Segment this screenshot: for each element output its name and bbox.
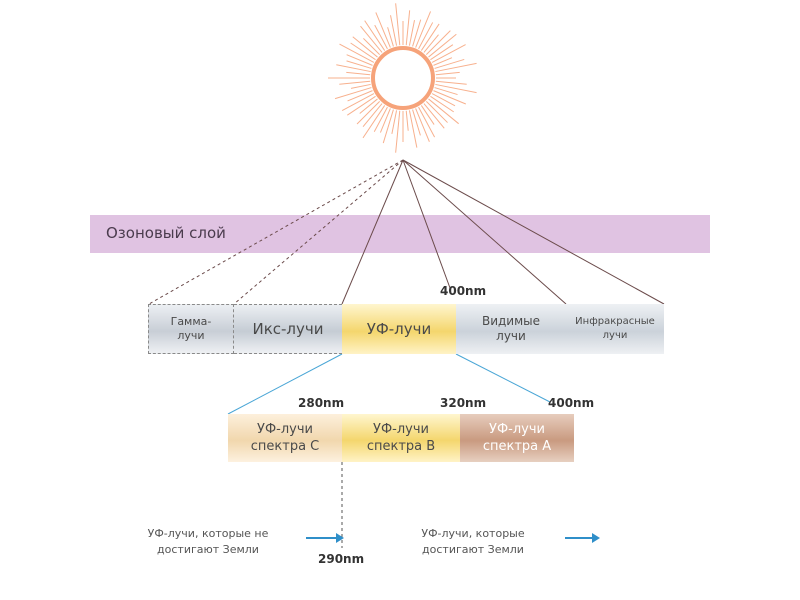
ray-uv-end bbox=[402, 159, 451, 289]
visible-line-1: Видимые bbox=[481, 314, 541, 328]
segment-uva: УФ-лучи спектра А bbox=[460, 414, 574, 462]
segment-uvb: УФ-лучи спектра В bbox=[342, 414, 460, 462]
reach-line-1: УФ-лучи, которые bbox=[421, 527, 525, 540]
uva-line-1: УФ-лучи bbox=[489, 422, 545, 437]
ray-uv bbox=[341, 159, 404, 305]
zoom-line-right bbox=[455, 353, 551, 403]
label-400nm-top: 400nm bbox=[440, 284, 487, 298]
label-320nm: 320nm bbox=[440, 396, 487, 410]
gamma-line-1: Гамма- bbox=[170, 315, 212, 328]
arrow-reach bbox=[565, 533, 600, 543]
arrow-not-reach bbox=[306, 533, 344, 543]
uvb-line-2: спектра В bbox=[366, 439, 436, 454]
uvc-line-2: спектра С bbox=[250, 439, 320, 454]
label-400nm-sub: 400nm bbox=[548, 396, 595, 410]
reach-line-2: достигают Земли bbox=[422, 543, 524, 556]
gamma-line-2: лучи bbox=[177, 329, 205, 342]
ozone-layer-label: Озоновый слой bbox=[106, 224, 226, 242]
segment-gamma: Гамма- лучи bbox=[148, 304, 234, 354]
ozone-layer-band bbox=[90, 215, 710, 253]
infrared-line-2: лучи bbox=[602, 330, 628, 341]
uva-line-2: спектра А bbox=[482, 439, 552, 454]
segment-infrared: Инфракрасные лучи bbox=[566, 304, 664, 354]
zoom-line-left bbox=[227, 353, 343, 415]
segment-uvc: УФ-лучи спектра С bbox=[228, 414, 342, 462]
infrared-line-1: Инфракрасные bbox=[575, 316, 655, 327]
label-280nm: 280nm bbox=[298, 396, 345, 410]
segment-visible: Видимые лучи bbox=[456, 304, 566, 354]
uvb-line-1: УФ-лучи bbox=[373, 422, 429, 437]
uv-label: УФ-лучи bbox=[366, 320, 432, 338]
note-reach-earth: УФ-лучи, которые достигают Земли bbox=[398, 526, 548, 558]
segment-xray: Икс-лучи bbox=[234, 304, 342, 354]
not-reach-line-2: достигают Земли bbox=[157, 543, 259, 556]
sun-icon bbox=[328, 3, 477, 153]
uvc-line-1: УФ-лучи bbox=[257, 422, 313, 437]
not-reach-line-1: УФ-лучи, которые не bbox=[147, 527, 269, 540]
ray-gamma bbox=[148, 159, 404, 305]
ray-visible bbox=[402, 159, 567, 305]
visible-line-2: лучи bbox=[496, 329, 526, 343]
ray-infrared bbox=[402, 159, 665, 305]
xray-label: Икс-лучи bbox=[252, 320, 324, 338]
ray-xray bbox=[233, 159, 404, 305]
segment-uv: УФ-лучи bbox=[342, 304, 456, 354]
note-not-reach-earth: УФ-лучи, которые не достигают Земли bbox=[118, 526, 298, 558]
label-290nm: 290nm bbox=[318, 552, 365, 566]
